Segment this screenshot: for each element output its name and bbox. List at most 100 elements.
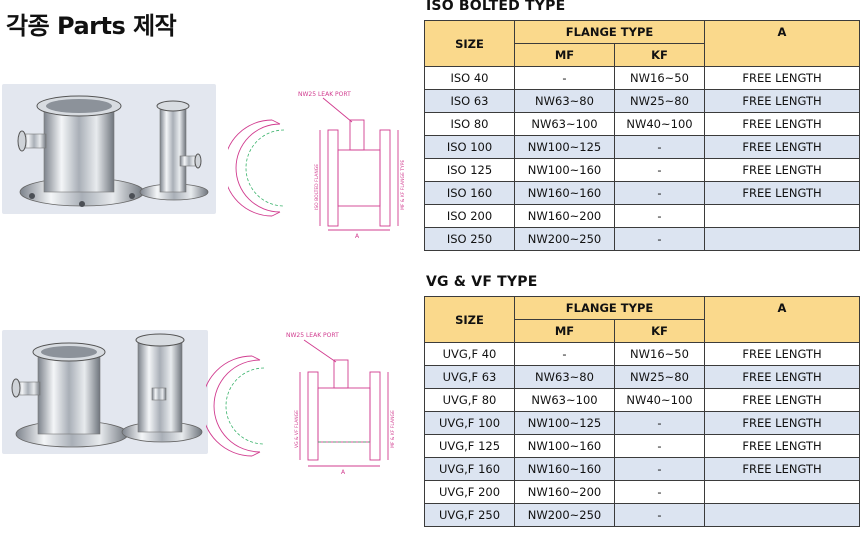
col-a-header: A <box>704 296 860 343</box>
iso-technical-drawing: NW25 LEAK PORT A ISO BOLTED FLANGE MF & … <box>223 80 418 240</box>
cell-size: UVG,F 63 <box>424 365 515 389</box>
cell-a: FREE LENGTH <box>704 342 860 366</box>
cell-a: FREE LENGTH <box>704 66 860 90</box>
cell-mf: NW100~125 <box>514 411 615 435</box>
vg-flange-left-label: VG & VF FLANGE <box>294 410 300 448</box>
cell-size: ISO 40 <box>424 66 515 90</box>
cell-size: ISO 80 <box>424 112 515 136</box>
col-mf-header: MF <box>514 319 615 343</box>
cell-mf: NW160~200 <box>514 204 615 228</box>
vg-dim-label: A <box>341 469 346 476</box>
iso-parts-photo <box>2 84 216 214</box>
col-kf-header: KF <box>614 319 705 343</box>
cell-kf: - <box>614 158 705 182</box>
col-size-header: SIZE <box>424 296 515 343</box>
iso-flange-left-label: ISO BOLTED FLANGE <box>314 164 320 210</box>
col-a-header: A <box>704 20 860 67</box>
vg-section-title: VG & VF TYPE <box>426 274 538 290</box>
cell-a: FREE LENGTH <box>704 434 860 458</box>
cell-kf: - <box>614 503 705 527</box>
cell-mf: NW160~200 <box>514 480 615 504</box>
cell-a <box>704 480 860 504</box>
cell-kf: - <box>614 480 705 504</box>
cell-kf: NW16~50 <box>614 66 705 90</box>
cell-size: UVG,F 125 <box>424 434 515 458</box>
cell-mf: NW63~80 <box>514 89 615 113</box>
cell-a: FREE LENGTH <box>704 89 860 113</box>
cell-kf: NW40~100 <box>614 112 705 136</box>
cell-mf: NW160~160 <box>514 457 615 481</box>
cell-a <box>704 204 860 228</box>
cell-a: FREE LENGTH <box>704 158 860 182</box>
cell-mf: NW200~250 <box>514 227 615 251</box>
cell-kf: NW16~50 <box>614 342 705 366</box>
cell-kf: NW25~80 <box>614 89 705 113</box>
cell-size: ISO 160 <box>424 181 515 205</box>
cell-kf: NW25~80 <box>614 365 705 389</box>
cell-size: UVG,F 40 <box>424 342 515 366</box>
cell-a: FREE LENGTH <box>704 411 860 435</box>
cell-a <box>704 227 860 251</box>
iso-leak-port-label: NW25 LEAK PORT <box>298 91 351 98</box>
cell-kf: - <box>614 135 705 159</box>
cell-mf: NW63~80 <box>514 365 615 389</box>
cell-kf: - <box>614 181 705 205</box>
col-flange-type-header: FLANGE TYPE <box>514 20 705 44</box>
cell-size: ISO 250 <box>424 227 515 251</box>
cell-size: UVG,F 200 <box>424 480 515 504</box>
cell-size: UVG,F 80 <box>424 388 515 412</box>
col-size-header: SIZE <box>424 20 515 67</box>
cell-mf: NW160~160 <box>514 181 615 205</box>
cell-mf: NW100~160 <box>514 434 615 458</box>
page-title: 각종 Parts 제작 <box>6 12 177 40</box>
col-kf-header: KF <box>614 43 705 67</box>
col-mf-header: MF <box>514 43 615 67</box>
vg-flange-right-label: MF & KF FLANGE <box>390 410 396 448</box>
cell-mf: NW63~100 <box>514 112 615 136</box>
cell-a: FREE LENGTH <box>704 135 860 159</box>
cell-kf: - <box>614 434 705 458</box>
cell-kf: - <box>614 411 705 435</box>
cell-size: ISO 200 <box>424 204 515 228</box>
cell-kf: - <box>614 204 705 228</box>
cell-size: ISO 125 <box>424 158 515 182</box>
vg-technical-drawing: NW25 LEAK PORT A VG & VF FLANGE MF & KF … <box>201 326 418 476</box>
cell-mf: - <box>514 342 615 366</box>
cell-a: FREE LENGTH <box>704 112 860 136</box>
cell-size: UVG,F 250 <box>424 503 515 527</box>
vg-spec-table: SIZE FLANGE TYPE A MF KF UVG,F 40-NW16~5… <box>424 296 860 527</box>
cell-size: UVG,F 100 <box>424 411 515 435</box>
iso-flange-right-label: MF & KF FLANGE TYPE <box>400 160 406 210</box>
cell-mf: NW200~250 <box>514 503 615 527</box>
cell-size: UVG,F 160 <box>424 457 515 481</box>
cell-mf: NW100~160 <box>514 158 615 182</box>
vg-leak-port-label: NW25 LEAK PORT <box>286 332 339 339</box>
iso-section-title: ISO BOLTED TYPE <box>426 0 566 14</box>
vg-parts-photo <box>2 330 208 454</box>
iso-dim-label: A <box>355 233 360 240</box>
cell-a: FREE LENGTH <box>704 181 860 205</box>
cell-a <box>704 503 860 527</box>
cell-kf: NW40~100 <box>614 388 705 412</box>
cell-a: FREE LENGTH <box>704 388 860 412</box>
cell-kf: - <box>614 457 705 481</box>
cell-kf: - <box>614 227 705 251</box>
cell-a: FREE LENGTH <box>704 457 860 481</box>
col-flange-type-header: FLANGE TYPE <box>514 296 705 320</box>
cell-mf: NW100~125 <box>514 135 615 159</box>
cell-a: FREE LENGTH <box>704 365 860 389</box>
